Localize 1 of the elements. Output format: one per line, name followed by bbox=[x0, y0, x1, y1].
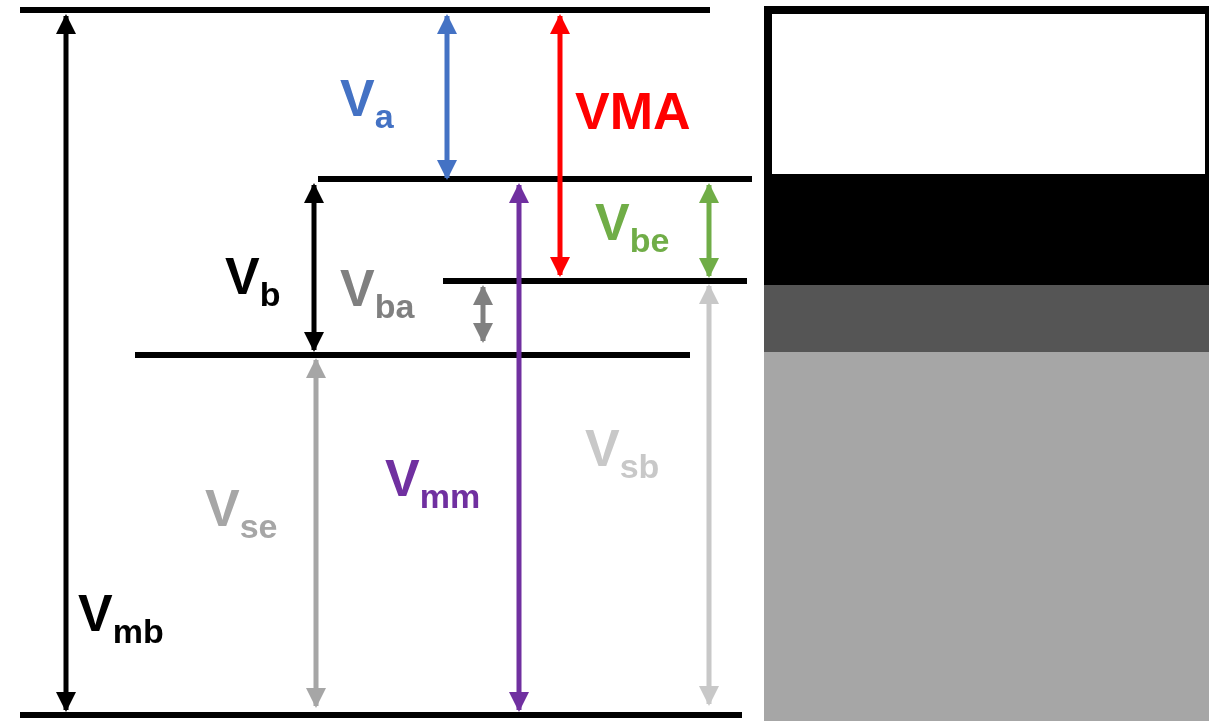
volume-label: VMA bbox=[575, 85, 691, 137]
